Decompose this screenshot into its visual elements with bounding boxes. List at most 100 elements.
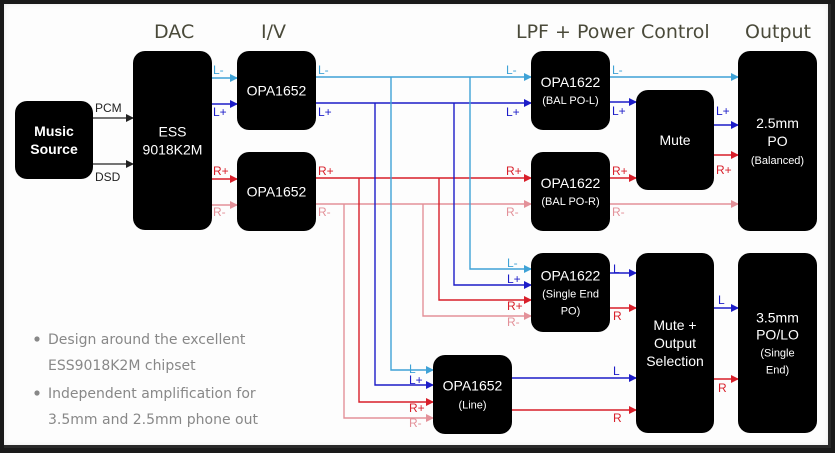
block-line: OPA1652 (Line) bbox=[433, 355, 512, 434]
block-label: Music bbox=[34, 123, 74, 139]
label-r-plus: R+ bbox=[409, 401, 425, 415]
header-iv: I/V bbox=[261, 21, 286, 43]
block-label: Source bbox=[30, 141, 78, 157]
line-l-plus-wire bbox=[374, 103, 434, 389]
label-l: L bbox=[613, 364, 620, 378]
label-r: R bbox=[613, 411, 622, 425]
block-iv-r: OPA1652 bbox=[237, 152, 316, 231]
bullet-dot bbox=[34, 390, 40, 396]
block-shape bbox=[531, 51, 610, 130]
label-l-plus: L+ bbox=[318, 105, 332, 119]
label-l: L bbox=[613, 262, 620, 276]
block-shape bbox=[15, 101, 93, 179]
label-l-plus: L+ bbox=[716, 104, 730, 118]
label-pcm: PCM bbox=[95, 101, 122, 115]
block-label: 2.5mm bbox=[756, 115, 799, 131]
label-l-minus: L- bbox=[612, 63, 623, 77]
block-shape bbox=[531, 253, 610, 332]
block-label: OPA1622 bbox=[541, 74, 601, 90]
block-label: OPA1622 bbox=[541, 268, 601, 284]
block-label: PO/LO bbox=[756, 327, 799, 343]
block-bal-r: OPA1622 (BAL PO-R) bbox=[531, 152, 610, 231]
bullet-list: Design around the excellent ESS9018K2M c… bbox=[34, 332, 258, 428]
block-label: OPA1652 bbox=[247, 184, 307, 200]
block-label: (BAL PO-L) bbox=[542, 95, 598, 107]
label-l-plus: L+ bbox=[612, 104, 626, 118]
label-r-minus: R- bbox=[213, 205, 226, 219]
label-r-minus: R- bbox=[506, 205, 519, 219]
label-r: R bbox=[613, 309, 622, 323]
label-r-minus: R- bbox=[507, 315, 520, 329]
block-shape bbox=[133, 51, 212, 230]
block-shape bbox=[738, 253, 817, 433]
se-l-plus-wire bbox=[453, 103, 532, 289]
block-label: OPA1652 bbox=[247, 83, 307, 99]
block-label: PO bbox=[767, 133, 787, 149]
block-label: OPA1622 bbox=[541, 175, 601, 191]
bullet-1-line-1: Design around the excellent bbox=[48, 332, 246, 348]
label-r-plus: R+ bbox=[506, 164, 522, 178]
block-label: 3.5mm bbox=[756, 310, 799, 326]
line-r-plus-wire bbox=[358, 178, 434, 406]
block-shape bbox=[237, 51, 316, 130]
label-r: R bbox=[718, 381, 727, 395]
block-shape bbox=[636, 253, 714, 433]
block-label: Selection bbox=[646, 353, 704, 369]
line-r-minus-wire bbox=[343, 204, 434, 422]
label-l-minus: L- bbox=[507, 256, 518, 270]
block-label: End) bbox=[766, 365, 789, 377]
header-dac: DAC bbox=[154, 21, 194, 43]
se-r-minus-wire bbox=[422, 204, 532, 320]
block-label: (BAL PO-R) bbox=[541, 196, 599, 208]
block-iv-l: OPA1652 bbox=[237, 51, 316, 130]
block-label: (Balanced) bbox=[751, 155, 804, 167]
label-l-minus: L- bbox=[409, 362, 420, 376]
block-label: (Single bbox=[760, 348, 794, 360]
label-l-plus: L+ bbox=[409, 373, 423, 387]
block-dac: ESS 9018K2M bbox=[133, 51, 212, 230]
header-output: Output bbox=[745, 21, 811, 43]
label-r-plus: R+ bbox=[213, 164, 229, 178]
se-l-minus-wire bbox=[469, 77, 532, 273]
label-l-plus: L+ bbox=[213, 105, 227, 119]
block-shape bbox=[237, 152, 316, 231]
block-label: Mute + bbox=[653, 317, 696, 333]
label-l-minus: L- bbox=[506, 63, 517, 77]
label-r-minus: R- bbox=[612, 205, 625, 219]
block-label: (Single End bbox=[542, 289, 599, 301]
block-label: 9018K2M bbox=[143, 142, 203, 158]
header-control: Control bbox=[641, 21, 710, 43]
se-r-plus-wire bbox=[438, 178, 532, 304]
block-shape bbox=[738, 51, 817, 231]
label-l-minus: L- bbox=[213, 63, 224, 77]
block-bal-l: OPA1622 (BAL PO-L) bbox=[531, 51, 610, 130]
block-label: ESS bbox=[158, 124, 186, 140]
block-label: Mute bbox=[659, 132, 690, 148]
block-shape bbox=[636, 90, 714, 190]
block-shape bbox=[531, 152, 610, 231]
signal-wires bbox=[82, 73, 739, 422]
block-label: OPA1652 bbox=[443, 378, 503, 394]
label-r-plus: R+ bbox=[318, 164, 334, 178]
block-label: (Line) bbox=[458, 400, 486, 412]
bullet-2-line-2: 3.5mm and 2.5mm phone out bbox=[48, 412, 258, 428]
block-shape bbox=[433, 355, 512, 434]
label-l: L bbox=[718, 293, 725, 307]
label-l-plus: L+ bbox=[506, 105, 520, 119]
label-r-plus: R+ bbox=[612, 164, 628, 178]
block-mute: Mute bbox=[636, 90, 714, 190]
block-label: PO) bbox=[561, 306, 581, 318]
bullet-1-line-2: ESS9018K2M chipset bbox=[48, 358, 196, 374]
label-r-plus: R+ bbox=[716, 163, 732, 177]
line-l-minus-wire bbox=[390, 77, 434, 374]
bullet-dot bbox=[34, 336, 40, 342]
label-r-minus: R- bbox=[318, 205, 331, 219]
bullet-2-line-1: Independent amplification for bbox=[48, 386, 256, 402]
label-dsd: DSD bbox=[95, 170, 121, 184]
